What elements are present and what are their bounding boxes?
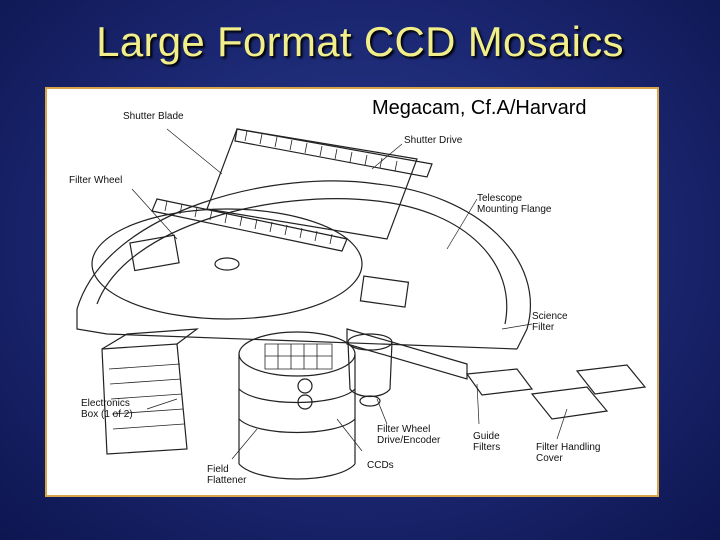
flange-rim: [76, 309, 518, 350]
filter-plate-3: [575, 364, 647, 395]
label-science-filter: Science Filter: [532, 311, 568, 333]
electronics-box-top: [101, 328, 199, 350]
leader-filter-handling: [556, 408, 568, 440]
guide-filter-rail: [346, 328, 468, 380]
label-ccds: CCDs: [367, 460, 394, 471]
filter-opening-right: [359, 275, 410, 308]
label-field-flattener: Field Flattener: [207, 464, 247, 486]
rail-hatching: [164, 130, 398, 245]
leader-field-flattener: [231, 428, 258, 460]
label-filter-handling-cover: Filter Handling Cover: [536, 442, 601, 464]
filter-wheel-disc: [91, 208, 363, 320]
mounting-flange-inner: [96, 198, 508, 325]
label-electronics-box: Electronics Box (1 of 2): [81, 398, 133, 420]
leader-shutter-blade: [166, 128, 223, 175]
electronics-fins: [108, 363, 185, 430]
leader-telescope-flange: [446, 198, 478, 250]
dewar-band: [238, 388, 356, 434]
figure-caption: Megacam, Cf.A/Harvard: [372, 97, 587, 119]
port-upper: [297, 378, 313, 394]
leader-drive-encoder: [376, 398, 388, 425]
label-shutter-drive: Shutter Drive: [404, 135, 463, 146]
shutter-lower-rail: [151, 198, 348, 252]
leader-electronics-box: [146, 398, 178, 410]
label-filter-wheel-drive: Filter Wheel Drive/Encoder: [377, 424, 441, 446]
electronics-box: [101, 343, 188, 455]
leader-filter-wheel: [131, 188, 178, 240]
shutter-blade-plate: [206, 128, 418, 240]
ccd-mosaic-grid: [264, 343, 333, 370]
megacam-diagram-frame: Megacam, Cf.A/Harvard Shutter Blade Shut…: [45, 87, 659, 497]
label-filter-wheel: Filter Wheel: [69, 175, 123, 186]
label-guide-filters: Guide Filters: [473, 431, 501, 453]
leader-science-filter: [501, 323, 533, 330]
mounting-flange-ring: [76, 180, 532, 350]
filter-plate-1: [465, 368, 534, 396]
leader-guide-filters: [476, 383, 480, 425]
leader-ccds: [336, 418, 363, 452]
dewar-bottom: [238, 463, 356, 480]
drive-encoder-base: [359, 395, 381, 407]
label-telescope-flange: Telescope Mounting Flange: [477, 193, 552, 215]
dewar-body: [238, 354, 356, 464]
slide-title: Large Format CCD Mosaics: [96, 18, 624, 65]
label-shutter-blade: Shutter Blade: [123, 111, 184, 122]
shutter-drive-rail: [234, 128, 433, 178]
filter-plate-2: [530, 386, 609, 420]
leader-shutter-drive: [371, 143, 403, 170]
port-lower: [297, 394, 313, 410]
megacam-schematic: [76, 128, 647, 480]
filter-opening-left: [129, 234, 180, 272]
filter-wheel-hub: [214, 257, 240, 271]
drive-encoder-top: [347, 333, 393, 351]
